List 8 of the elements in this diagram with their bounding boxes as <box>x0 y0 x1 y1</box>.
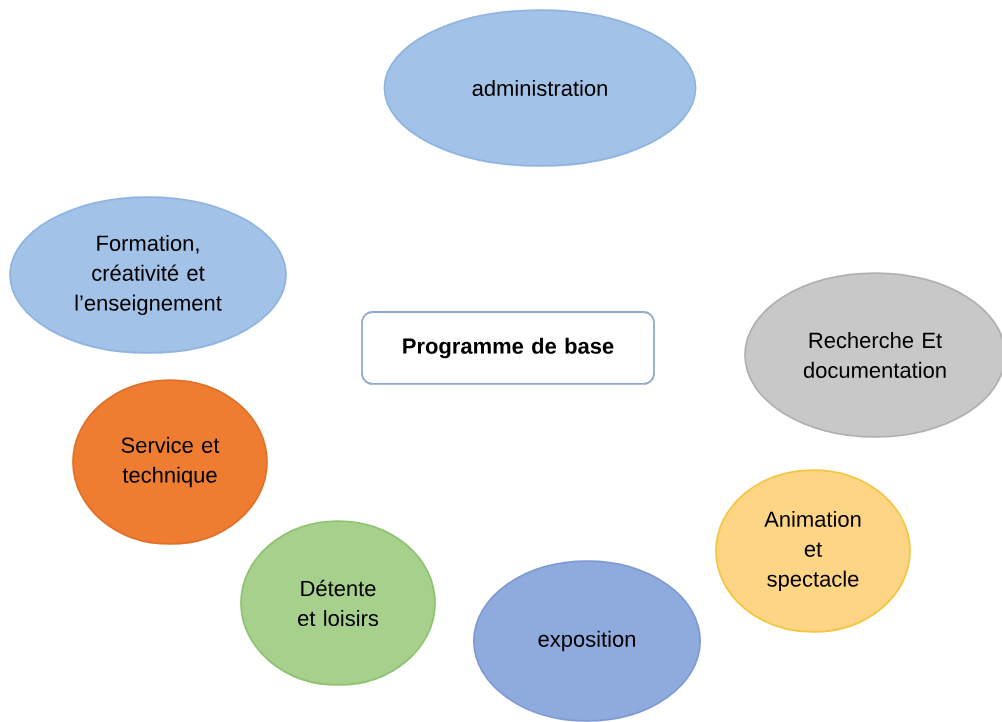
ellipse-node: Animation et spectacle <box>715 469 911 633</box>
ellipse-node: Service et technique <box>72 379 268 545</box>
ellipse-node: Recherche Et documentation <box>744 272 1002 438</box>
rounded-box: Programme de base <box>361 311 655 385</box>
ellipse-node: Détente et loisirs <box>240 520 436 686</box>
ellipse-node: exposition <box>473 560 701 722</box>
ellipse-node: administration <box>383 9 697 167</box>
ellipse-node: Formation, créativité et l’enseignement <box>9 196 287 354</box>
